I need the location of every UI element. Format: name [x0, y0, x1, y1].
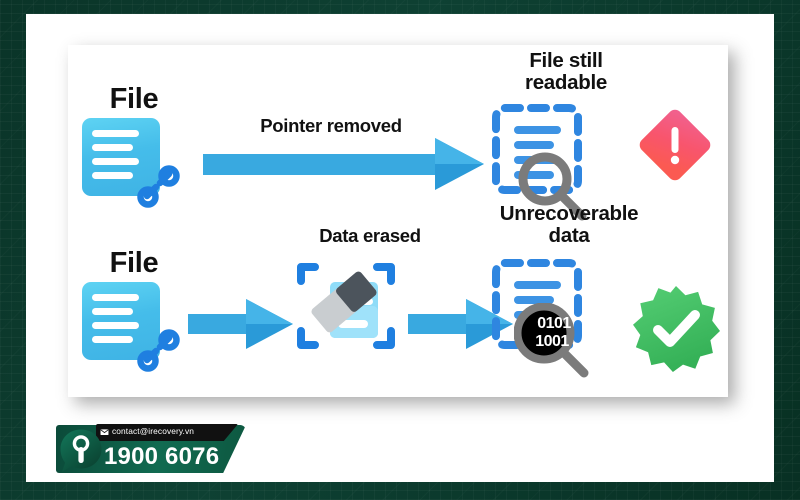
eraser-over-document-icon	[297, 263, 395, 349]
row2-file-label: File	[109, 247, 159, 279]
row1-magnifier-icon	[518, 152, 587, 221]
diagram-card: File Pointer removed File	[68, 45, 728, 397]
row1-result-label: File still readable	[525, 49, 607, 95]
warning-diamond-icon	[639, 109, 711, 181]
row1-dashed-document-icon	[492, 104, 582, 194]
row2-binary-magnifier-icon	[514, 303, 589, 378]
row2-chain-link-icon	[137, 329, 180, 372]
envelope-icon	[100, 428, 109, 435]
row1-chain-link-icon	[137, 165, 180, 208]
irecovery-logo-icon	[60, 429, 102, 472]
row2-arrow-1-icon	[188, 299, 293, 349]
row2-file-document-icon	[82, 282, 160, 360]
row1-process-label: Pointer removed	[260, 115, 402, 136]
row1-file-document-icon	[82, 118, 160, 196]
row1-file-label: File	[109, 83, 159, 115]
row2-result-label: Unrecoverable data	[499, 202, 639, 248]
contact-email-text[interactable]: contact@irecovery.vn	[112, 426, 195, 436]
contact-banner: contact@irecovery.vn 1900 6076	[30, 421, 250, 477]
banner-email-strip	[96, 424, 238, 441]
binary-line-2: 1001	[535, 333, 569, 350]
binary-line-1: 0101	[537, 315, 571, 332]
row2-arrow-2-icon	[408, 299, 513, 349]
contact-phone-number[interactable]: 1900 6076	[104, 443, 220, 470]
check-badge-icon	[633, 286, 720, 372]
row1-long-arrow-icon	[203, 138, 484, 190]
row2-process-label: Data erased	[319, 225, 421, 246]
